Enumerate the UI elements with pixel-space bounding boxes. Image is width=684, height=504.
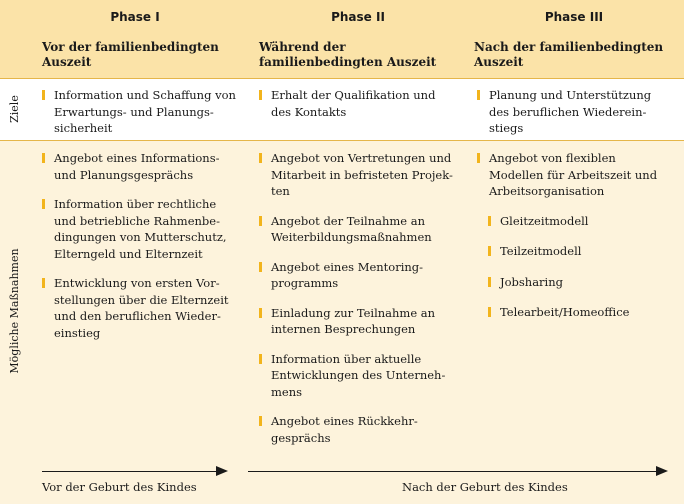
phase-1-title: Phase I	[110, 10, 160, 24]
ziele-phase-2: Erhalt der Qualifikation und des Kontakt…	[259, 87, 449, 120]
bullet-marker	[477, 90, 480, 100]
bullet-marker	[477, 153, 480, 163]
list-item: Angebot eines Rückkehr-gesprächs	[259, 413, 457, 446]
massnahmen-row	[0, 141, 684, 504]
phase-2-subtitle: Während der familienbedingten Auszeit	[259, 40, 437, 69]
bullet-marker	[259, 153, 262, 163]
arrow-right-icon	[216, 466, 228, 476]
sub-list: Gleitzeitmodell Teilzeitmodell Jobsharin…	[477, 213, 672, 321]
list-item: Angebot eines Informations- und Planungs…	[42, 150, 232, 183]
sub-list-item: Jobsharing	[488, 274, 672, 291]
massnahmen-phase-1: Angebot eines Informations- und Planungs…	[42, 150, 232, 341]
ziele-rule	[0, 140, 684, 141]
bullet-marker	[259, 90, 262, 100]
list-item: Angebot eines Mentoring-programms	[259, 259, 457, 292]
list-item: Information und Schaffung von Erwartungs…	[42, 87, 238, 137]
phase-3-subtitle: Nach der familienbedingten Auszeit	[474, 40, 664, 69]
timeline-before-label: Vor der Geburt des Kindes	[42, 480, 197, 494]
ziele-phase-3: Planung und Unterstützung des berufliche…	[477, 87, 667, 137]
list-item: Angebot der Teilnahme an Weiterbildungsm…	[259, 213, 457, 246]
list-item: Angebot von flexiblen Modellen für Arbei…	[477, 150, 672, 200]
massnahmen-phase-2: Angebot von Vertretungen und Mitarbeit i…	[259, 150, 457, 446]
bullet-marker	[259, 353, 262, 364]
timeline-before-arrow-line	[42, 471, 218, 472]
list-item: Einladung zur Teilnahme an internen Besp…	[259, 305, 457, 338]
phase-3-title: Phase III	[544, 10, 604, 24]
bullet-marker	[488, 215, 491, 226]
header-rule	[0, 78, 684, 79]
row-label-ziele: Ziele	[8, 95, 21, 123]
bullet-marker	[488, 276, 491, 287]
list-item: Erhalt der Qualifikation und des Kontakt…	[259, 87, 449, 120]
arrow-right-icon	[656, 466, 668, 476]
bullet-marker	[488, 307, 491, 317]
bullet-marker	[259, 307, 262, 318]
list-item: Information über rechtliche und betriebl…	[42, 196, 232, 262]
bullet-marker	[259, 416, 262, 426]
phase-2-title: Phase II	[331, 10, 385, 24]
bullet-marker	[42, 153, 45, 163]
bullet-marker	[259, 215, 262, 226]
bullet-marker	[42, 90, 45, 100]
phase-1-subtitle: Vor der familienbedingten Auszeit	[42, 40, 219, 69]
bullet-marker	[259, 261, 262, 272]
list-item: Information über aktuelle Entwicklungen …	[259, 351, 457, 401]
bullet-marker	[488, 246, 491, 256]
sub-list-item: Telearbeit/Homeoffice	[488, 304, 672, 321]
list-item: Angebot von Vertretungen und Mitarbeit i…	[259, 150, 457, 200]
table-header	[0, 0, 684, 78]
massnahmen-phase-3: Angebot von flexiblen Modellen für Arbei…	[477, 150, 672, 321]
timeline-after-label: Nach der Geburt des Kindes	[402, 480, 568, 494]
list-item: Planung und Unterstützung des berufliche…	[477, 87, 667, 137]
timeline-after-arrow-line	[248, 471, 658, 472]
list-item: Entwicklung von ersten Vor-stellungen üb…	[42, 275, 232, 341]
bullet-marker	[42, 199, 45, 209]
bullet-marker	[42, 278, 45, 288]
ziele-phase-1: Information und Schaffung von Erwartungs…	[42, 87, 238, 137]
row-label-massnahmen: Mögliche Maßnahmen	[8, 248, 21, 374]
sub-list-item: Gleitzeitmodell	[488, 213, 672, 230]
sub-list-item: Teilzeitmodell	[488, 243, 672, 260]
ziele-row	[0, 79, 684, 140]
